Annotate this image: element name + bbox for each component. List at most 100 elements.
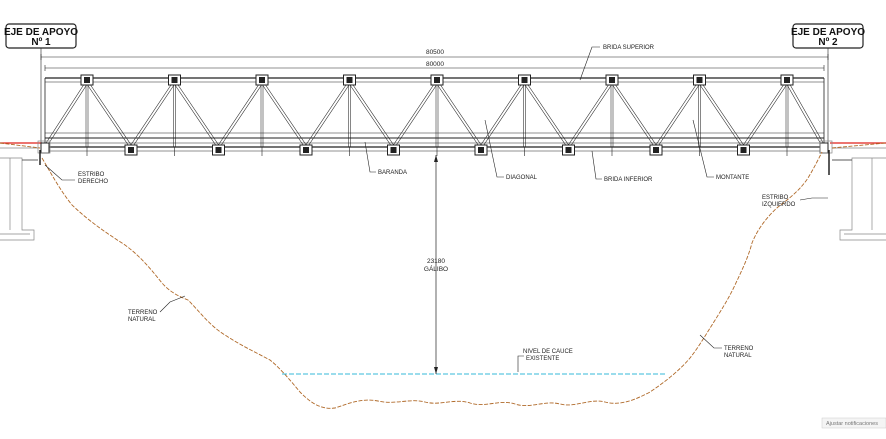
callout-diagonal: DIAGONAL <box>484 119 538 181</box>
diagonal-member <box>43 81 86 148</box>
dimension-overall: 80500 <box>40 49 829 60</box>
diagonal-member <box>788 81 826 148</box>
diagonal-member <box>435 81 480 148</box>
diagonal-member <box>654 81 699 148</box>
diagonal-member <box>657 81 702 148</box>
diagonal-member <box>785 81 823 148</box>
diagonal-member <box>132 81 177 148</box>
callout-terreno-right: TERRENO NATURAL <box>699 334 754 359</box>
support-axis-1: EJE DE APOYO Nº 1 <box>4 23 78 49</box>
diagonal-member <box>88 81 133 148</box>
diagonal-member <box>304 81 349 148</box>
support-axis-2-line2: Nº 2 <box>818 37 838 48</box>
bottom-gusset-bolt <box>565 147 572 153</box>
diagonal-member <box>522 81 568 148</box>
label-estribo-derecho-1: ESTRIBO <box>78 172 105 178</box>
diagonal-member <box>482 81 527 148</box>
natural-terrain <box>41 151 823 409</box>
callout-terreno-left: TERRENO NATURAL <box>128 295 186 323</box>
callout-brida-inferior: BRIDA INFERIOR <box>591 150 653 183</box>
diagonal-member <box>219 81 264 148</box>
notification-settings-link[interactable]: Ajustar notificaciones <box>821 417 886 429</box>
diagonal-member <box>613 81 658 148</box>
label-estribo-izquierdo-2: IZQUIERDO <box>762 202 796 208</box>
top-gusset-bolt <box>521 77 528 83</box>
label-nivel-2: EXISTENTE <box>526 356 559 362</box>
callout-brida-superior: BRIDA SUPERIOR <box>579 45 655 81</box>
top-gusset-bolt <box>696 77 703 83</box>
diagonal-member <box>525 81 571 148</box>
abutment-left <box>0 140 51 241</box>
notification-settings-text[interactable]: Ajustar notificaciones <box>826 421 878 427</box>
top-gusset-bolt <box>259 77 265 83</box>
top-gusset-bolt <box>346 77 353 83</box>
label-diagonal: DIAGONAL <box>506 175 538 181</box>
dimension-span: 80000 <box>44 61 825 71</box>
label-montante: MONTANTE <box>716 175 749 181</box>
bottom-gusset-bolt <box>215 147 222 153</box>
end-bearing-plate <box>819 142 829 154</box>
terrain-right-edge <box>831 142 886 149</box>
dimension-overall-text: 80500 <box>426 49 444 56</box>
label-terreno-right-2: NATURAL <box>724 353 752 359</box>
clearance-label: GÁLIBO <box>424 264 448 273</box>
diagonal-member <box>744 81 789 148</box>
dimension-span-text: 80000 <box>426 61 444 68</box>
diagonal-member <box>260 81 305 148</box>
bottom-gusset-bolt <box>128 147 134 153</box>
support-axis-2-line1: EJE DE APOYO <box>791 27 865 38</box>
diagonal-member <box>350 81 396 148</box>
diagonal-member <box>479 81 524 148</box>
label-brida-inferior: BRIDA INFERIOR <box>604 177 653 183</box>
label-brida-superior: BRIDA SUPERIOR <box>603 45 655 51</box>
truss <box>40 74 829 156</box>
diagonal-member <box>700 81 746 148</box>
clearance-value: 23180 <box>427 258 445 265</box>
top-gusset-bolt <box>609 77 615 83</box>
top-gusset-bolt <box>784 77 790 83</box>
diagonal-member <box>175 81 221 148</box>
support-axis-1-line2: Nº 1 <box>31 37 51 48</box>
bottom-gusset-bolt <box>478 147 484 153</box>
top-gusset-bolt <box>84 77 90 83</box>
diagonal-member <box>307 81 352 148</box>
diagonal-member <box>129 81 174 148</box>
terrain-left-edge <box>0 142 41 149</box>
top-gusset-bolt <box>434 77 440 83</box>
diagonal-member <box>391 81 436 148</box>
callout-nivel-cauce: NIVEL DE CAUCE EXISTENTE <box>517 349 573 372</box>
diagonal-member <box>172 81 218 148</box>
abutment-right <box>819 140 886 241</box>
label-terreno-left-1: TERRENO <box>128 310 158 316</box>
top-gusset-bolt <box>171 77 178 83</box>
bottom-gusset-bolt <box>303 147 309 153</box>
bottom-gusset-bolt <box>390 147 397 153</box>
support-axis-1-line1: EJE DE APOYO <box>4 27 78 38</box>
clearance-dimension: 23180 GÁLIBO <box>424 155 448 374</box>
label-estribo-derecho-2: DERECHO <box>78 179 108 185</box>
diagonal-member <box>347 81 393 148</box>
label-baranda: BARANDA <box>378 170 407 176</box>
diagonal-member <box>566 81 611 148</box>
label-estribo-izquierdo-1: ESTRIBO <box>762 195 789 201</box>
diagonal-member <box>85 81 130 148</box>
diagonal-member <box>438 81 483 148</box>
diagonal-member <box>46 81 89 148</box>
bottom-gusset-bolt <box>653 147 659 153</box>
callout-estribo-derecho: ESTRIBO DERECHO <box>44 164 108 185</box>
callout-baranda: BARANDA <box>364 141 407 176</box>
callout-montante: MONTANTE <box>692 119 749 181</box>
diagonal-member <box>697 81 743 148</box>
label-terreno-right-1: TERRENO <box>724 346 754 352</box>
callout-estribo-izquierdo: ESTRIBO IZQUIERDO <box>762 195 828 208</box>
diagonal-member <box>610 81 655 148</box>
diagonal-member <box>569 81 614 148</box>
diagonal-member <box>741 81 786 148</box>
diagonal-member <box>216 81 261 148</box>
diagonal-member <box>263 81 308 148</box>
end-bearing-plate <box>40 142 50 154</box>
support-axis-2: EJE DE APOYO Nº 2 <box>791 23 865 49</box>
label-nivel-1: NIVEL DE CAUCE <box>523 349 573 355</box>
bottom-gusset-bolt <box>740 147 747 153</box>
